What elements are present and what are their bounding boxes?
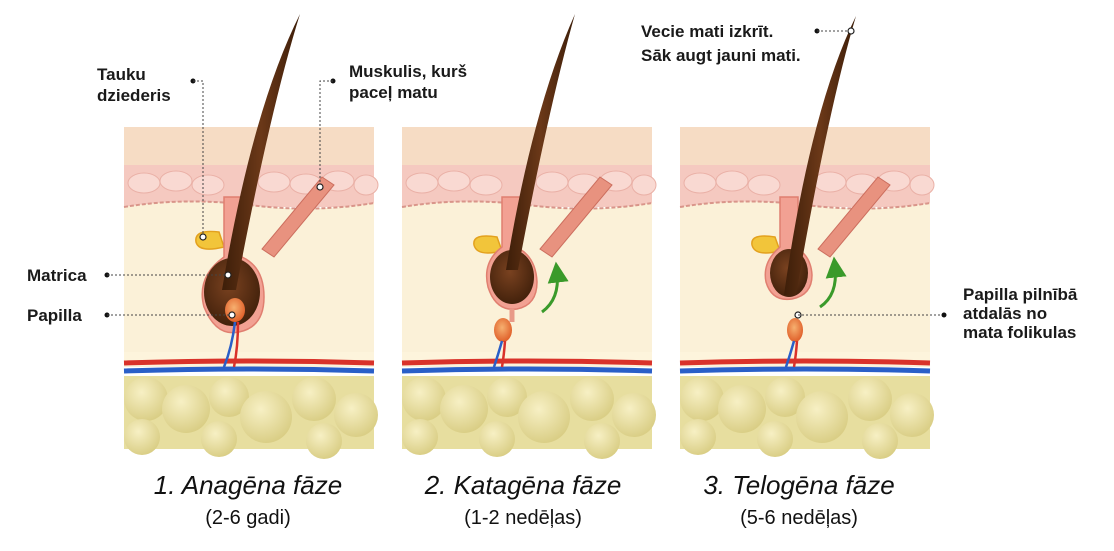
label-sebaceous-line2: dziederis bbox=[97, 86, 171, 105]
upward-arrow bbox=[819, 256, 847, 309]
phase-title-anagen: 1. Anagēna fāze bbox=[154, 470, 342, 500]
sebaceous-gland bbox=[473, 235, 503, 254]
hair-shaft-catagen bbox=[506, 14, 575, 270]
dermal-papilla bbox=[787, 318, 803, 342]
leader-shedding bbox=[814, 27, 855, 35]
phase-title-telogen: 3. Telogēna fāze bbox=[703, 470, 894, 500]
sebaceous-gland bbox=[751, 235, 781, 254]
hair-shaft-telogen bbox=[784, 16, 856, 295]
label-matrix: Matrica bbox=[27, 266, 87, 285]
label-detached-line3: mata folikulas bbox=[963, 323, 1076, 342]
label-muscle-line2: paceļ matu bbox=[349, 83, 438, 102]
leader-sebaceous bbox=[190, 78, 207, 241]
leader-detached bbox=[794, 311, 947, 319]
leader-papilla bbox=[104, 311, 236, 319]
hair-bulb bbox=[490, 250, 534, 304]
leader-matrix bbox=[104, 271, 232, 279]
label-sebaceous-line1: Tauku bbox=[97, 65, 146, 84]
dermal-papilla bbox=[225, 298, 245, 322]
upward-arrow bbox=[541, 261, 569, 314]
arrector-muscle bbox=[261, 176, 335, 258]
phase-subtitle-anagen: (2-6 gadi) bbox=[205, 507, 291, 529]
label-detached-line1: Papilla pilnībā bbox=[963, 285, 1078, 304]
sebaceous-gland bbox=[195, 230, 225, 250]
hair-shaft-anagen bbox=[222, 14, 300, 290]
arrector-muscle bbox=[539, 176, 613, 258]
label-papilla: Papilla bbox=[27, 306, 82, 325]
leader-muscle bbox=[316, 78, 336, 191]
label-muscle-line1: Muskulis, kurš bbox=[349, 62, 467, 81]
label-detached-line2: atdalās no bbox=[963, 304, 1047, 323]
phase-title-catagen: 2. Katagēna fāze bbox=[424, 470, 622, 500]
label-shedding-line2: Sāk augt jauni mati. bbox=[641, 46, 801, 65]
phase-subtitle-telogen: (5-6 nedēļas) bbox=[740, 507, 858, 529]
label-shedding-line1: Vecie mati izkrīt. bbox=[641, 22, 773, 41]
dermal-papilla bbox=[494, 318, 512, 342]
hair-bulb bbox=[204, 258, 260, 326]
phase-subtitle-catagen: (1-2 nedēļas) bbox=[464, 507, 582, 529]
panel-telogen bbox=[680, 127, 934, 459]
